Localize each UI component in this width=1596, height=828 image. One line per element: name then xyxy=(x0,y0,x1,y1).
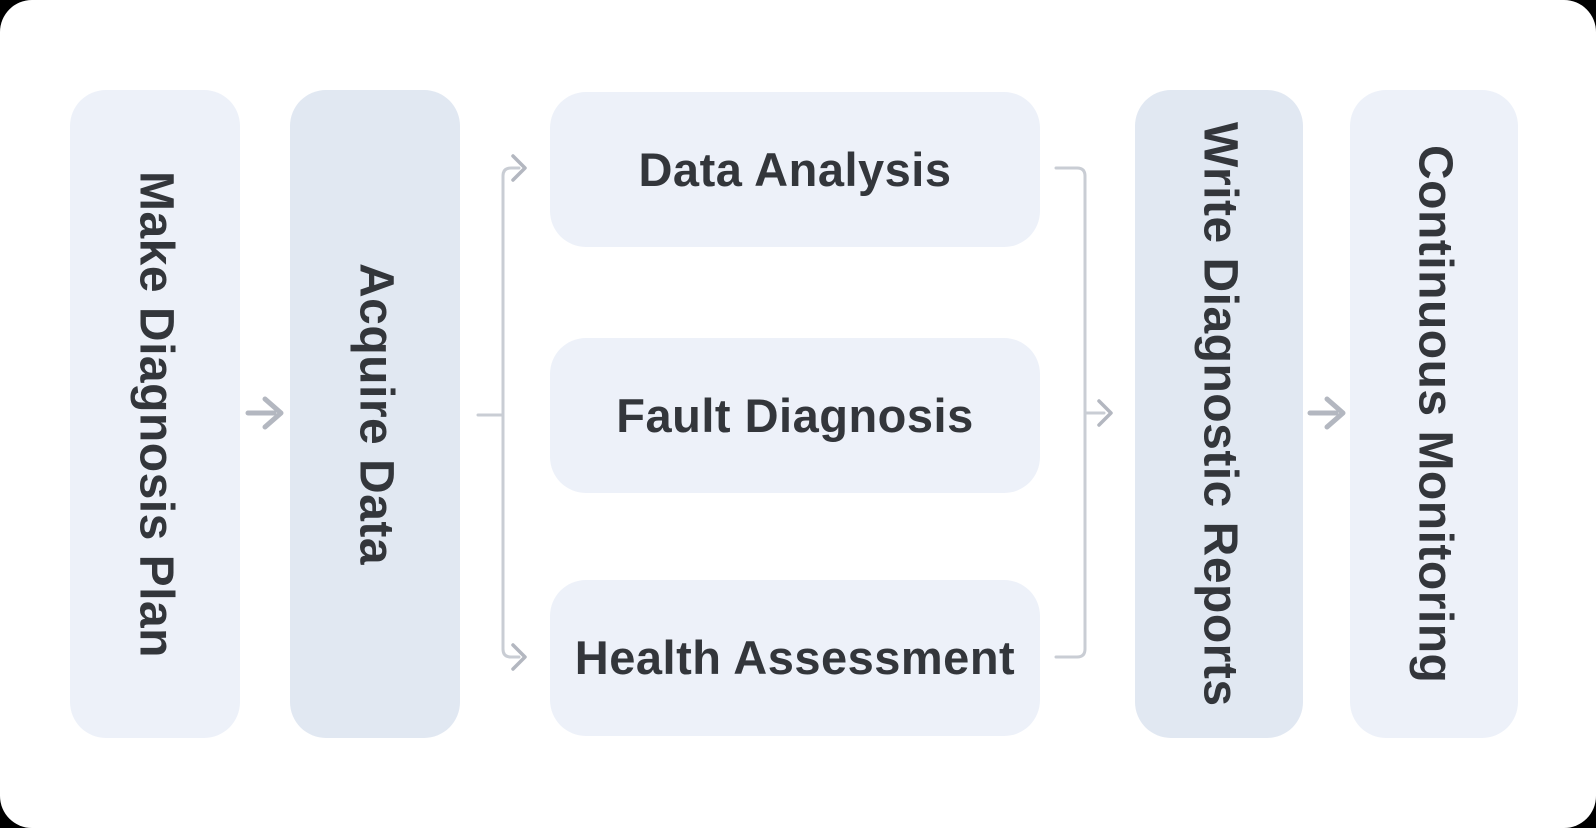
node-label: Fault Diagnosis xyxy=(616,388,974,442)
node-label: Make Diagnosis Plan xyxy=(129,170,183,658)
node-label: Continuous Monitoring xyxy=(1408,144,1462,684)
node-fault-diagnosis: Fault Diagnosis xyxy=(550,338,1040,493)
arrow-right-icon xyxy=(1307,396,1346,430)
node-data-analysis: Data Analysis xyxy=(550,92,1040,247)
node-write-diagnostic-reports: Write Diagnostic Reports xyxy=(1135,90,1303,738)
node-continuous-monitoring: Continuous Monitoring xyxy=(1350,90,1518,738)
node-label: Write Diagnostic Reports xyxy=(1193,121,1247,707)
arrowhead-right-icon xyxy=(1097,399,1113,427)
arrow-right-icon xyxy=(245,396,284,430)
node-label: Data Analysis xyxy=(638,142,952,196)
node-label: Acquire Data xyxy=(349,262,403,566)
node-make-diagnosis-plan: Make Diagnosis Plan xyxy=(70,90,240,738)
node-health-assessment: Health Assessment xyxy=(550,580,1040,736)
node-acquire-data: Acquire Data xyxy=(290,90,460,738)
node-label: Health Assessment xyxy=(574,631,1016,685)
merge-connector xyxy=(1054,166,1113,659)
arrowhead-right-icon xyxy=(511,154,527,182)
arrowhead-right-icon xyxy=(511,643,527,671)
branch-connector xyxy=(476,154,527,671)
